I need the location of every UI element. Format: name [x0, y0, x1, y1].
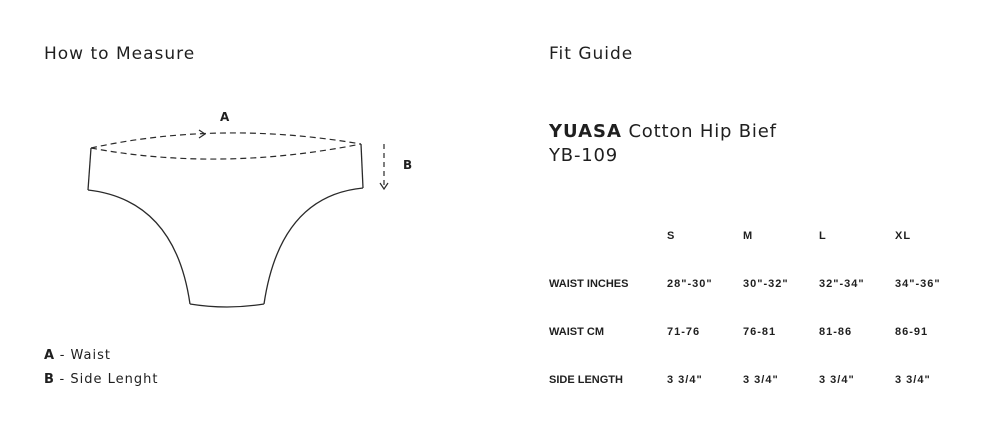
table-cell: 86-91 — [895, 326, 929, 338]
waist-front-dashed-line — [90, 143, 362, 160]
brief-left-leg-curve — [87, 189, 191, 305]
legend-key: A — [44, 348, 55, 363]
marker-b-label: B — [403, 158, 413, 172]
row-label-waist-inches: WAIST INCHES — [549, 278, 629, 290]
brief-right-side — [360, 143, 364, 189]
table-cell: 3 3/4" — [667, 374, 703, 386]
table-cell: 3 3/4" — [895, 374, 931, 386]
size-header-s: S — [667, 230, 676, 242]
size-header-l: L — [819, 230, 827, 242]
table-cell: 76-81 — [743, 326, 777, 338]
table-cell: 3 3/4" — [743, 374, 779, 386]
table-cell: 30"-32" — [743, 278, 789, 290]
legend-item-side-length: B - Side Lenght — [44, 372, 158, 387]
table-cell: 32"-34" — [819, 278, 865, 290]
how-to-measure-title: How to Measure — [44, 44, 196, 64]
size-header-xl: XL — [895, 230, 912, 242]
legend-key: B — [44, 372, 55, 387]
waist-back-dashed-line — [90, 132, 362, 149]
row-label-side-length: SIDE LENGTH — [549, 374, 623, 386]
brief-crotch-curve — [189, 303, 265, 308]
legend-item-waist: A - Waist — [44, 348, 111, 363]
size-chart-table: S M L XL WAIST INCHES 28"-30" 30"-32" 32… — [549, 0, 969, 427]
table-cell: 71-76 — [667, 326, 701, 338]
waist-arrow-icon — [198, 129, 207, 139]
table-cell: 3 3/4" — [819, 374, 855, 386]
size-header-m: M — [743, 230, 754, 242]
brief-outline-illustration — [87, 129, 389, 308]
brief-left-side — [87, 147, 92, 191]
product-info: YUASA Cotton Hip Bief YB-109 — [549, 120, 777, 168]
brief-measurement-diagram: A B — [0, 0, 500, 340]
side-length-arrow-icon — [379, 182, 389, 191]
legend-text: - Waist — [54, 348, 111, 363]
table-cell: 81-86 — [819, 326, 853, 338]
product-name-line: YUASA Cotton Hip Bief — [549, 120, 777, 144]
row-label-waist-cm: WAIST CM — [549, 326, 604, 338]
table-cell: 28"-30" — [667, 278, 713, 290]
table-cell: 34"-36" — [895, 278, 941, 290]
product-brand: YUASA — [549, 121, 622, 142]
fit-guide-title: Fit Guide — [549, 44, 634, 64]
marker-a-label: A — [220, 110, 230, 124]
brief-right-leg-curve — [263, 187, 364, 305]
product-name: Cotton Hip Bief — [621, 121, 777, 142]
product-code: YB-109 — [549, 145, 618, 166]
legend-text: - Side Lenght — [54, 372, 159, 387]
